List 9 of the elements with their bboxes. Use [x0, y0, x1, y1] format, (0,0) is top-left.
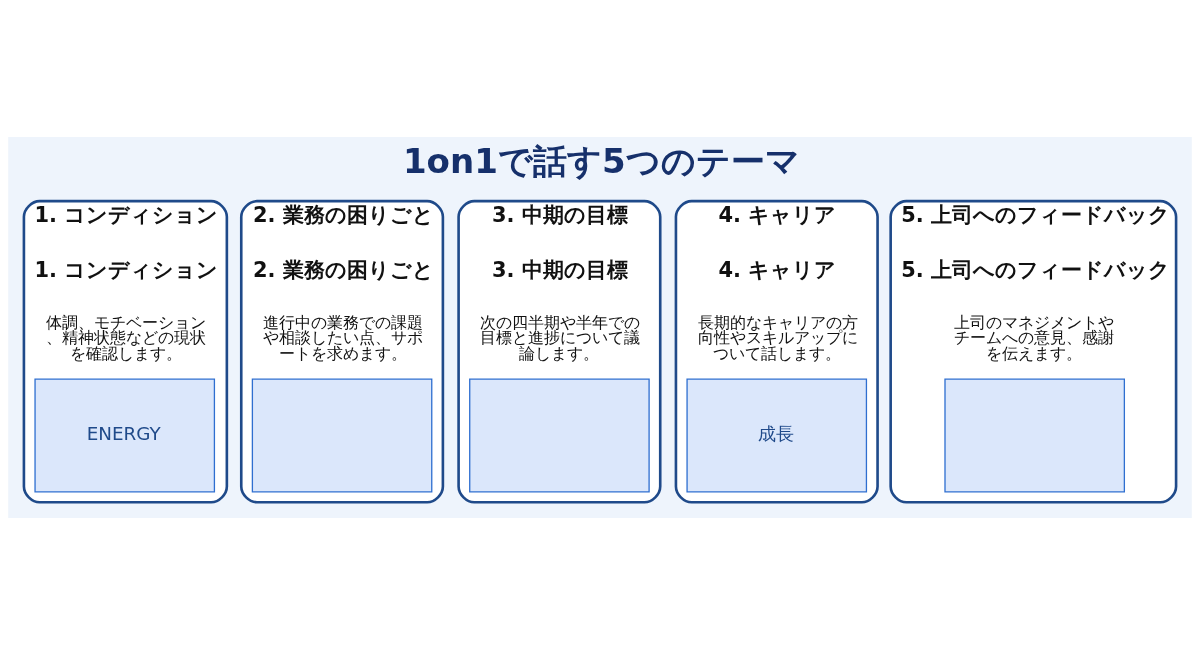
node-box	[251, 378, 433, 493]
cluster: 2. 業務の困りごと 2. 業務の困りごと 進行中の業務での課題や相談したい点、サポートを求めます。	[239, 199, 445, 504]
node-box	[469, 378, 650, 493]
diagram-title: 1on1で話す5つのテーマ	[402, 141, 800, 182]
cluster: 5. 上司へのフィードバック 5. 上司へのフィードバック 上司のマネジメントやチームへの意見、感謝を伝えます。	[889, 199, 1178, 504]
node-box: ENERGY	[34, 378, 216, 493]
cluster: 3. 中期の目標 3. 中期の目標 次の四半期や半年での目標と進捗について議論します。	[457, 199, 662, 504]
node-box: 成長	[686, 378, 868, 493]
node-box	[944, 378, 1126, 493]
